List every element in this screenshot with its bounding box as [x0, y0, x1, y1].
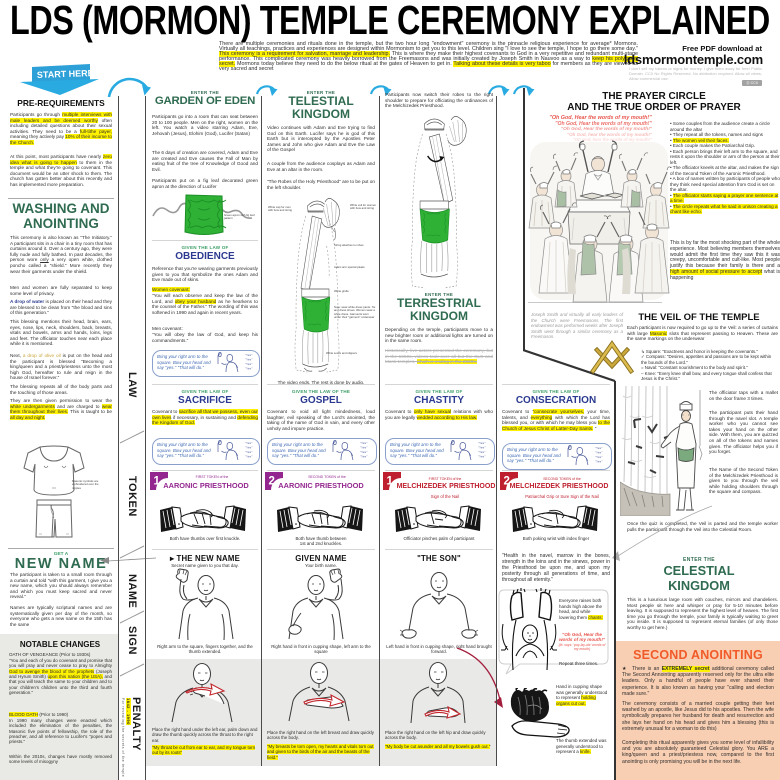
svg-text:"Yes": "Yes"	[245, 367, 253, 371]
svg-text:1: 1	[154, 476, 161, 488]
svg-text:"Yes": "Yes"	[478, 441, 486, 445]
svg-text:"Yes": "Yes"	[478, 455, 486, 459]
svg-text:"Yes": "Yes"	[360, 441, 368, 445]
svg-text:"Yes": "Yes"	[245, 441, 253, 445]
svg-text:"Yes": "Yes"	[245, 446, 253, 450]
svg-text:"Yes": "Yes"	[245, 358, 253, 362]
svg-text:2: 2	[504, 476, 510, 488]
svg-text:"Yes": "Yes"	[360, 455, 368, 459]
svg-text:"Yes": "Yes"	[595, 455, 603, 459]
svg-text:"Yes": "Yes"	[478, 450, 486, 454]
svg-text:2: 2	[269, 476, 275, 488]
svg-text:"Yes": "Yes"	[245, 450, 253, 454]
svg-text:"Yes": "Yes"	[245, 362, 253, 366]
svg-text:"Yes": "Yes"	[595, 451, 603, 455]
svg-text:"Yes": "Yes"	[245, 455, 253, 459]
svg-text:"Yes": "Yes"	[595, 460, 603, 464]
svg-text:1: 1	[387, 476, 394, 488]
svg-text:"Yes": "Yes"	[595, 446, 603, 450]
svg-text:"Yes": "Yes"	[360, 446, 368, 450]
svg-text:"Yes": "Yes"	[478, 446, 486, 450]
svg-text:"Yes": "Yes"	[360, 450, 368, 454]
svg-text:START HERE: START HERE	[37, 68, 94, 80]
svg-text:"Yes": "Yes"	[245, 353, 253, 357]
